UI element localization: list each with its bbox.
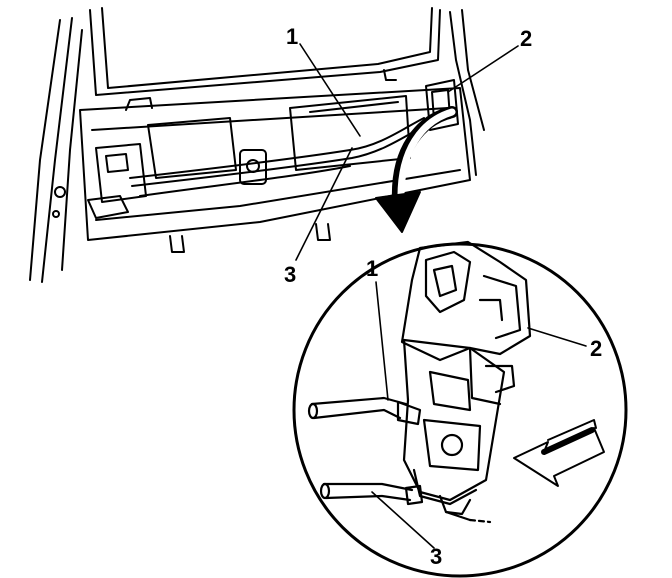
overview-callout-3: 3 [284,262,297,287]
detail-callout-1: 1 [366,256,379,281]
overview-callout-1: 1 [286,24,299,49]
detail-leader-lines [371,281,587,549]
liftgate-panel [29,7,485,283]
curved-arrow-icon [375,106,458,233]
detail-callout-2: 2 [590,336,603,361]
detail-callout-3: 3 [430,544,443,569]
overview-leader-lines [295,43,519,261]
latch-detail [307,240,532,524]
direction-arrow-icon [513,419,605,487]
detail-magnifier-circle [292,242,628,578]
overview-callout-2: 2 [520,26,533,51]
